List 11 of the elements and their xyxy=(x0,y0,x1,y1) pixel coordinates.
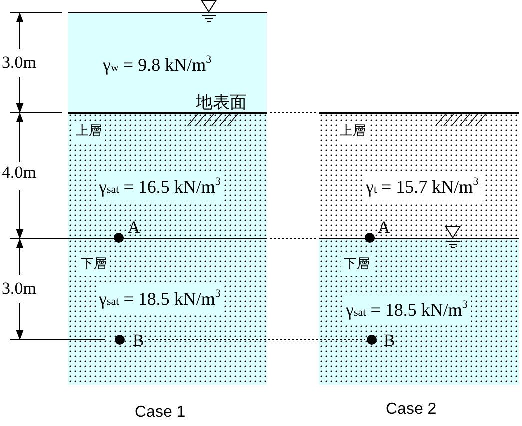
dimension-label: 4.0m xyxy=(2,163,36,183)
layer-name: 上層 xyxy=(337,121,369,143)
layer-name: 下層 xyxy=(78,254,110,276)
dimension-label: 3.0m xyxy=(2,53,36,73)
layer-name: 下層 xyxy=(341,254,373,276)
case-label: Case 1 xyxy=(135,403,186,423)
dimension-label: 3.0m xyxy=(2,279,36,299)
point-label: A xyxy=(378,218,390,238)
ground-surface-label: 地表面 xyxy=(196,93,247,113)
layer-name: 上層 xyxy=(73,121,105,143)
case-label: Case 2 xyxy=(386,400,437,420)
